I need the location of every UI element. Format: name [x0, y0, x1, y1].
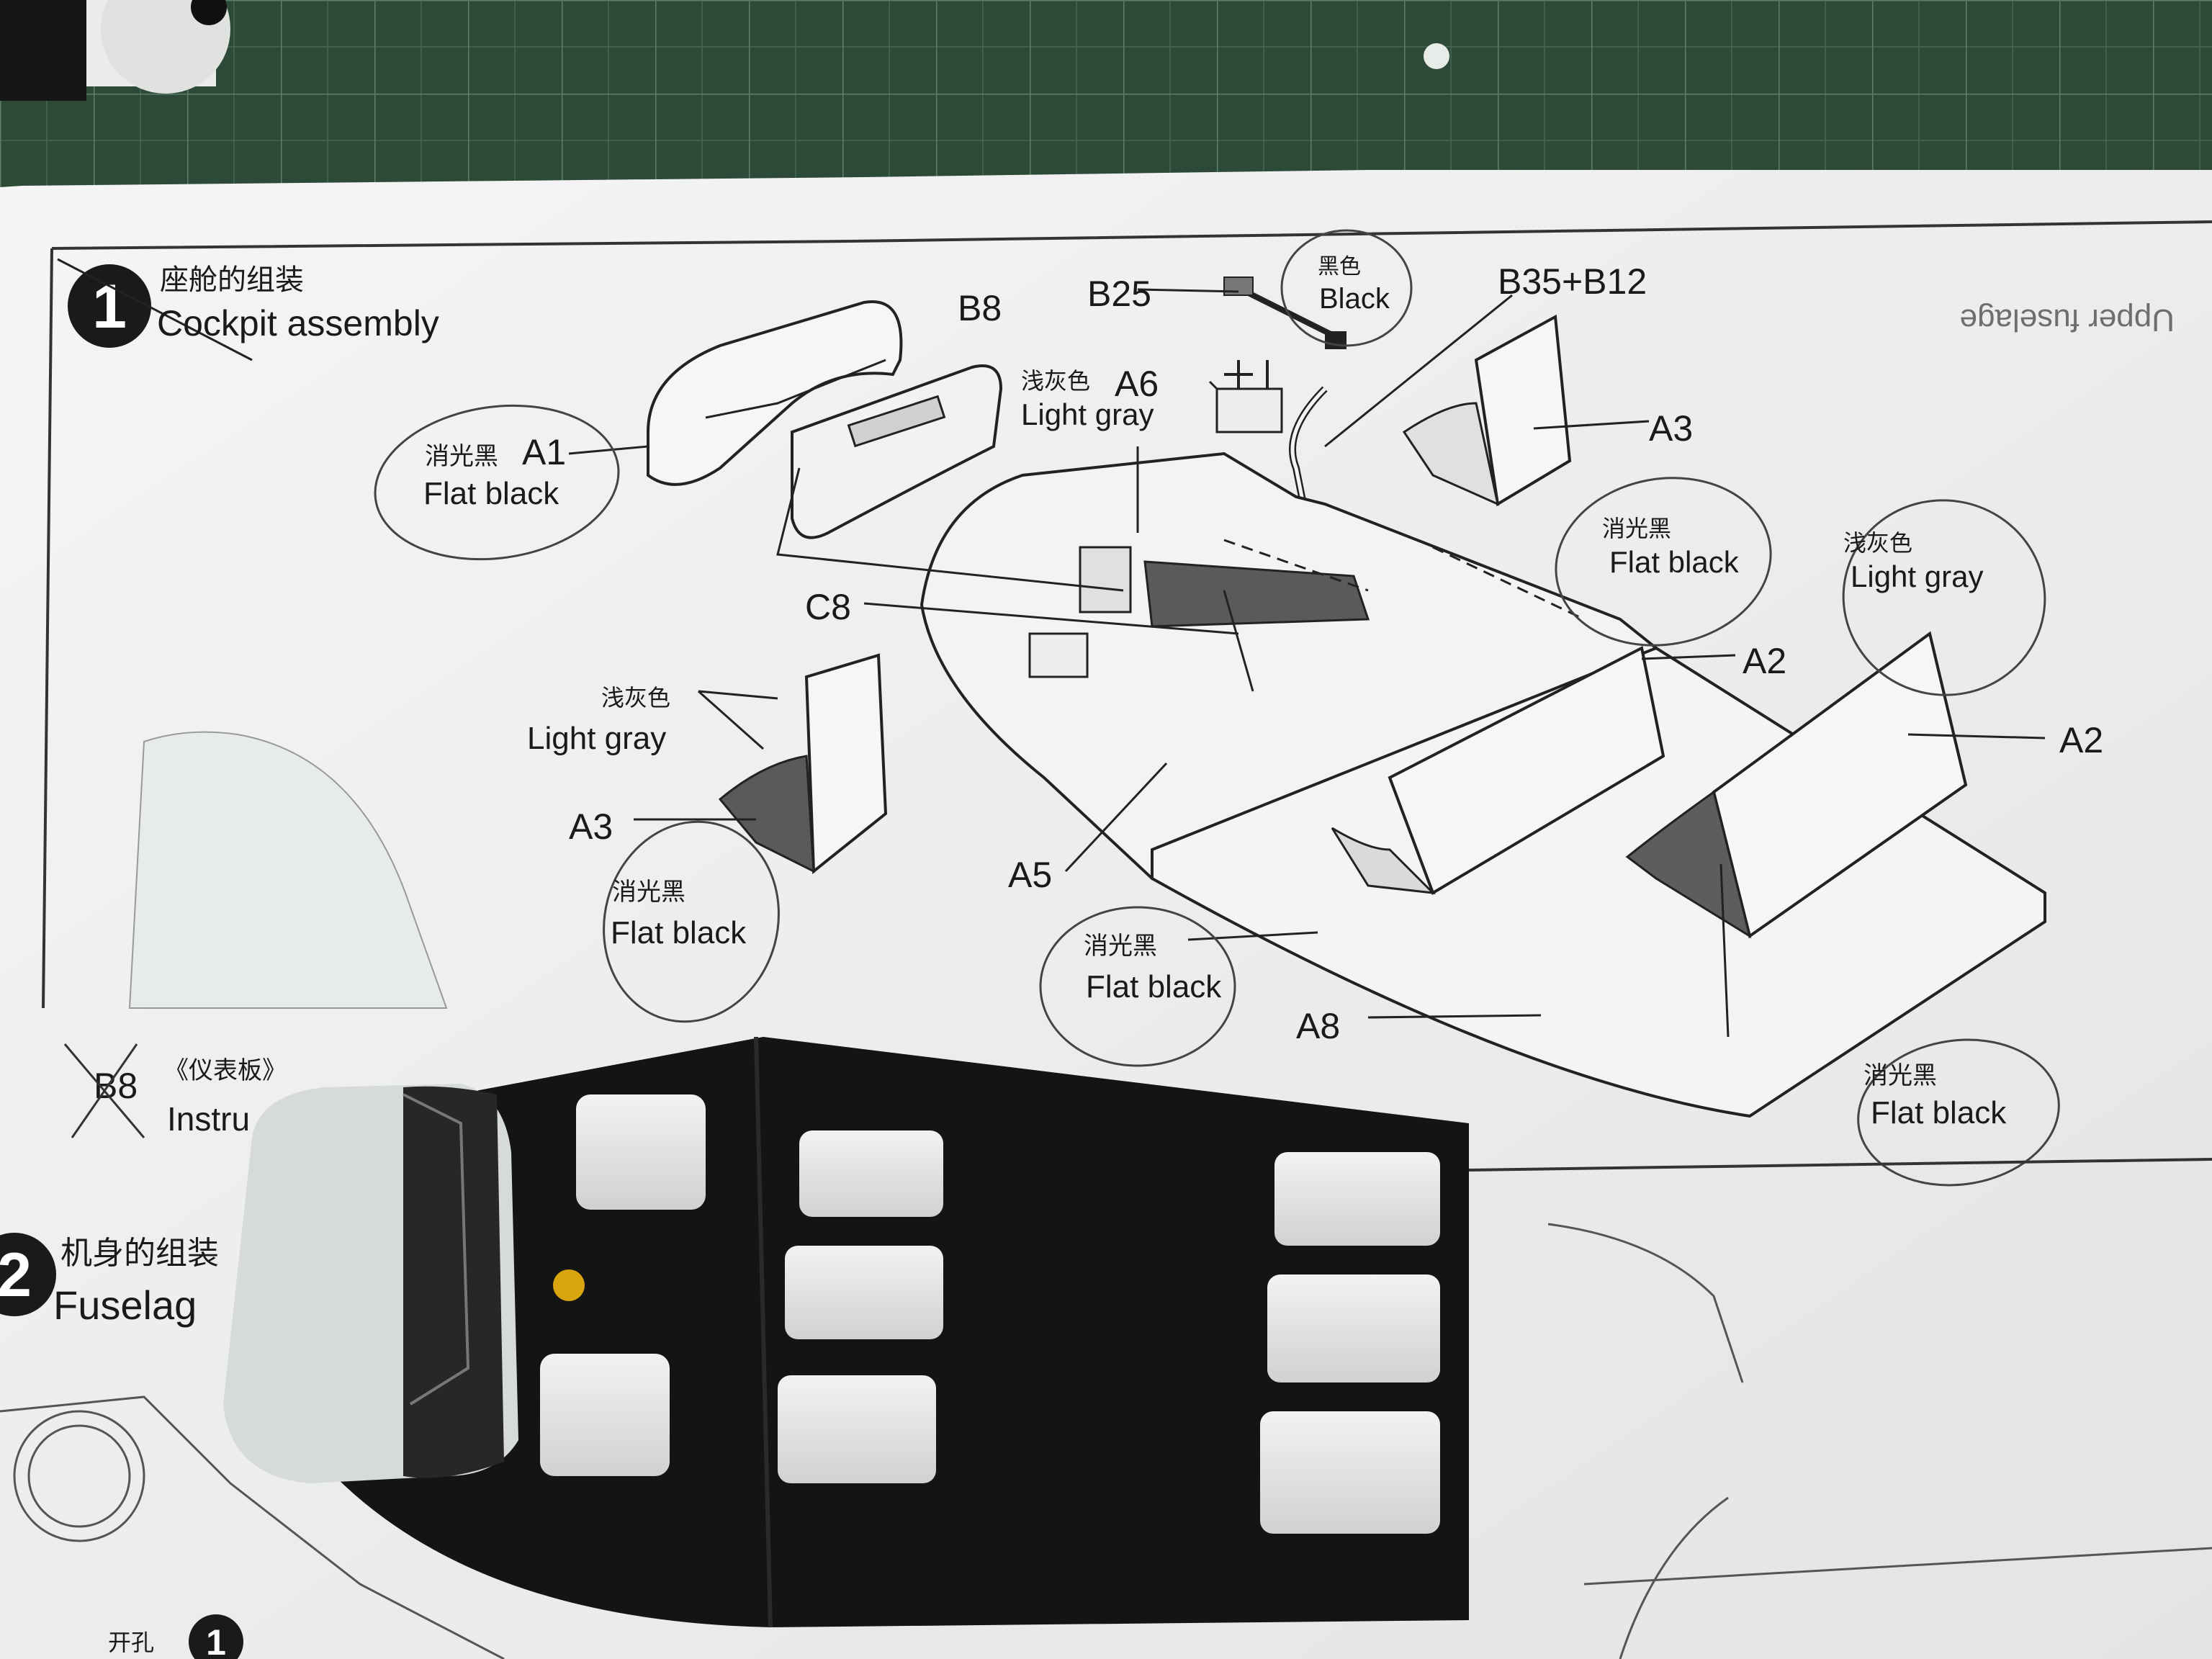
- label-b8: B8: [958, 288, 1002, 328]
- label-a8: A8: [1296, 1006, 1340, 1046]
- middle-bench-3: [778, 1375, 936, 1483]
- part-a1-shroud: [647, 300, 903, 486]
- a6-color-en: Light gray: [1021, 397, 1154, 431]
- step1-frame: [42, 220, 2212, 1009]
- front-seat-lower: [540, 1354, 670, 1476]
- paper-cutout: [128, 731, 448, 1009]
- bottom-note-badge: 1: [189, 1614, 243, 1659]
- a2-color-en: Light gray: [1851, 559, 1983, 593]
- a5-color-cn: 消光黑: [1084, 932, 1157, 961]
- svg-text:1: 1: [92, 272, 127, 341]
- svg-text:2: 2: [0, 1241, 32, 1310]
- model-shroud: [223, 1084, 518, 1483]
- svg-text:1: 1: [206, 1622, 226, 1659]
- label-a2-right: A2: [2059, 720, 2103, 760]
- a8-color-en: Flat black: [1871, 1095, 2007, 1130]
- a3-left-color-cn: 浅灰色: [601, 684, 670, 711]
- step2-badge: 2: [0, 1233, 56, 1316]
- b25-color-cn: 黑色: [1318, 254, 1361, 279]
- a8-color-cn: 消光黑: [1863, 1061, 1937, 1090]
- rear-bench-2: [1267, 1274, 1440, 1382]
- label-c8: C8: [805, 587, 851, 627]
- a6-color-cn: 浅灰色: [1021, 367, 1090, 395]
- step-divider: [1468, 1158, 2212, 1172]
- tub-color-en: Flat black: [1609, 545, 1740, 579]
- label-b25: B25: [1087, 274, 1151, 314]
- a3-left-base-cn: 消光黑: [612, 878, 685, 907]
- step1-title-cn: 座舱的组装: [160, 264, 304, 297]
- rear-bench-3: [1260, 1411, 1440, 1534]
- label-a1: A1: [522, 432, 566, 472]
- label-a6: A6: [1115, 364, 1159, 404]
- label-b35-b12: B35+B12: [1498, 261, 1647, 302]
- b8-sub-en: Instru: [167, 1100, 250, 1138]
- label-a5: A5: [1008, 855, 1052, 895]
- a1-color-cn: 消光黑: [425, 442, 498, 471]
- step1-badge: 1: [57, 258, 253, 361]
- a3-left-color-en: Light gray: [527, 721, 666, 756]
- front-seat-upper: [576, 1094, 706, 1210]
- step2-title-cn: 机身的组装: [60, 1235, 219, 1272]
- part-a3-seat-right: [1402, 314, 1572, 507]
- bottle: [0, 0, 230, 101]
- tub-color-cn: 消光黑: [1602, 515, 1671, 542]
- model-seats: [540, 1094, 1440, 1534]
- part-a6-column: [1215, 360, 1328, 505]
- part-b8-panel: [791, 364, 1003, 539]
- yellow-knob: [553, 1269, 585, 1301]
- a1-color-en: Flat black: [423, 476, 559, 511]
- label-a3-left: A3: [569, 806, 613, 847]
- b25-color-en: Black: [1319, 283, 1390, 315]
- b8-cross: [63, 1043, 145, 1138]
- bottom-note-cn: 开孔: [108, 1629, 154, 1656]
- middle-bench-1: [799, 1130, 943, 1217]
- bleed-through: Upper fuselage: [1960, 302, 2175, 338]
- part-a2-bench-right: [1625, 631, 1968, 939]
- marker-circles: [374, 229, 2060, 1187]
- color-callouts: 消光黑 Flat black 黑色 Black 浅灰色 Light gray 消…: [423, 254, 2007, 1130]
- a2-color-cn: 浅灰色: [1843, 529, 1912, 557]
- label-a2-mid: A2: [1743, 641, 1786, 681]
- part-a2-bench-mid: [1331, 646, 1665, 895]
- middle-bench-2: [785, 1246, 943, 1339]
- a3-left-base-en: Flat black: [611, 915, 747, 950]
- rear-bench-1: [1274, 1152, 1440, 1246]
- step1-title-en: Cockpit assembly: [157, 303, 439, 343]
- leader-lines: [568, 288, 2046, 1038]
- part-a3-seat-left: [718, 653, 888, 875]
- b8-sub-cn: 《仪表板》: [164, 1056, 287, 1085]
- part-labels: A1 B8 B25 A6 B35+B12 A3 A3 C8 A2 A2 A5 A…: [522, 261, 2103, 1046]
- paint-spot: [1424, 43, 1449, 69]
- a5-color-en: Flat black: [1086, 969, 1222, 1004]
- label-a3-right: A3: [1649, 408, 1693, 449]
- step2-title-en: Fuselag: [53, 1282, 197, 1328]
- fuselage-lineart: [0, 1223, 2212, 1659]
